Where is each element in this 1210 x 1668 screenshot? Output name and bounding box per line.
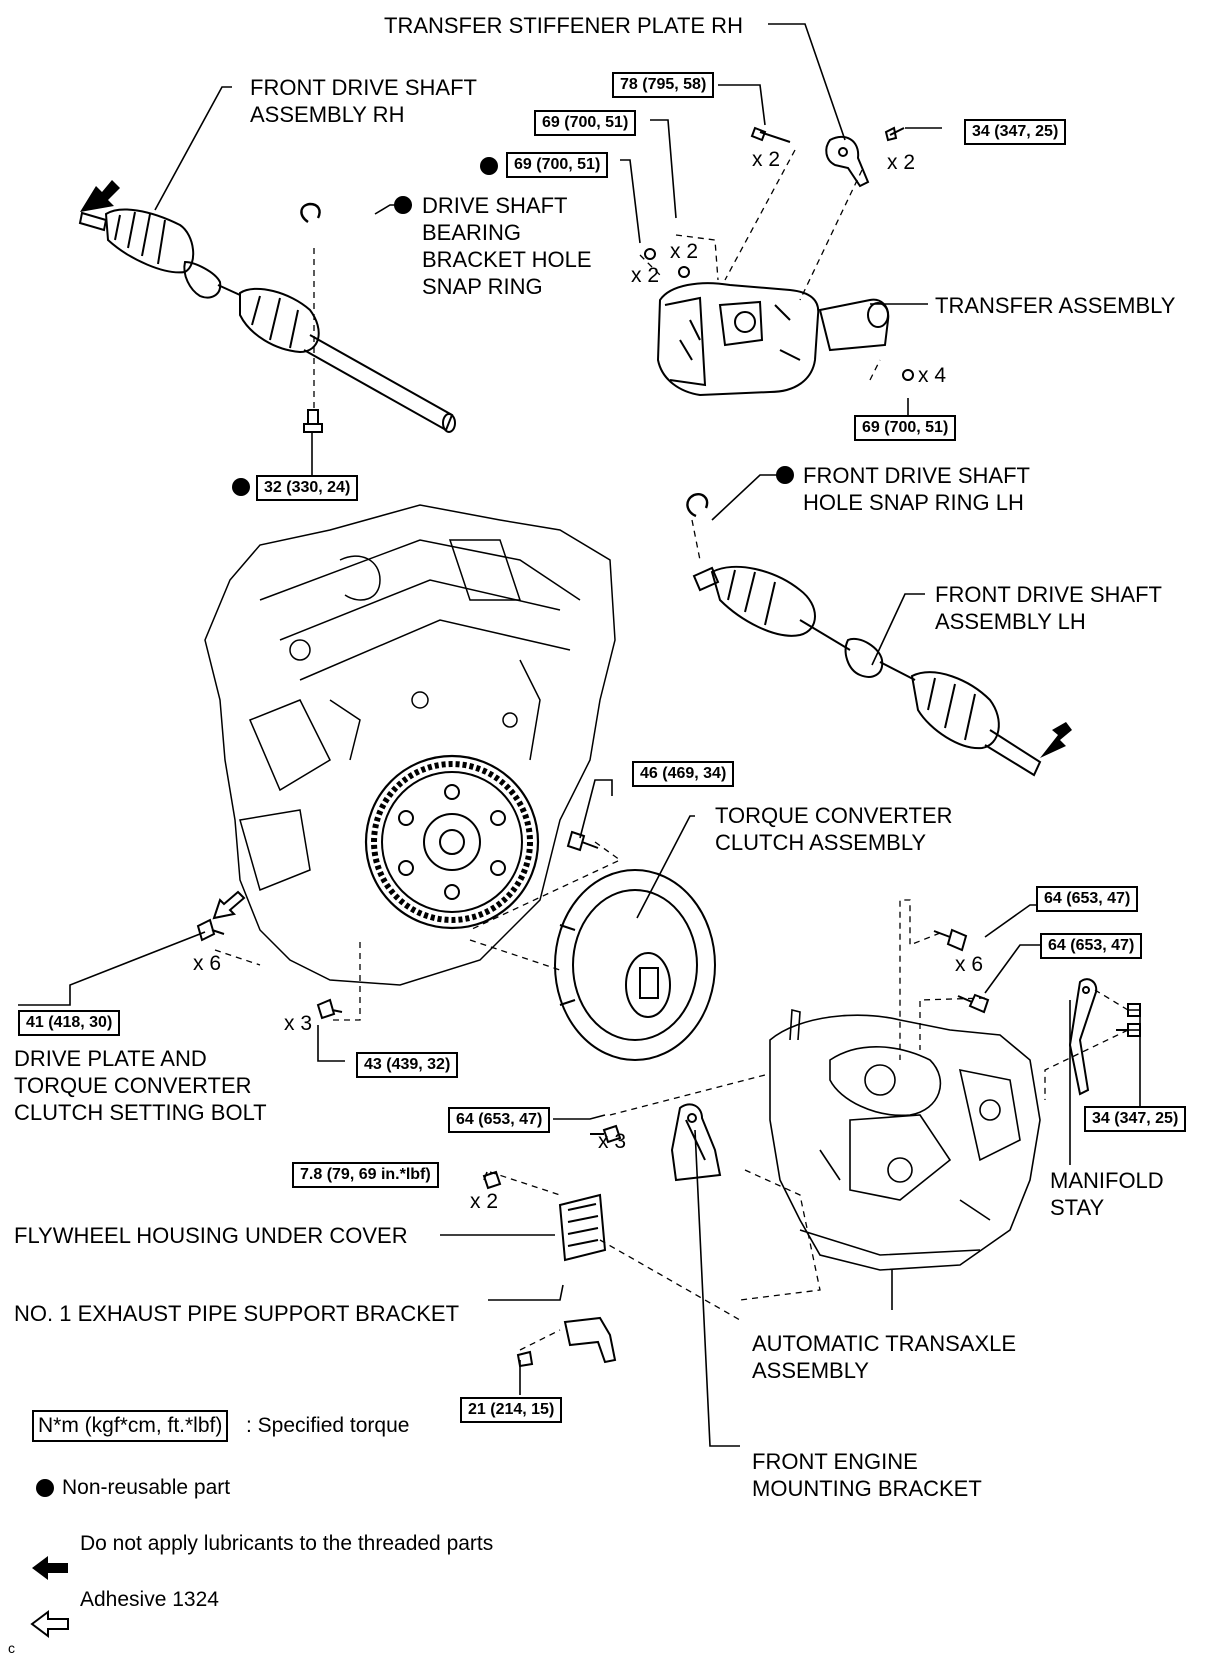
label-flywheel-under-cover: FLYWHEEL HOUSING UNDER COVER <box>14 1223 408 1248</box>
dashed-lines <box>214 149 1129 1351</box>
label-exhaust-pipe-bracket: NO. 1 EXHAUST PIPE SUPPORT BRACKET <box>14 1301 460 1326</box>
drive-shaft-lh-arrow <box>1040 722 1072 758</box>
qty-x3-64: x 3 <box>598 1130 627 1153</box>
legend-adhesive-text: Adhesive 1324 <box>80 1588 219 1611</box>
qty-x4: x 4 <box>918 364 947 387</box>
torque-converter-drawing <box>554 869 716 1061</box>
legend-no-lubricant-text: Do not apply lubricants to the threaded … <box>80 1532 494 1555</box>
torque-7-8: 7.8 (79, 69 in.*lbf) <box>292 1162 439 1188</box>
label-transfer-assembly: TRANSFER ASSEMBLY <box>935 293 1176 318</box>
bolt-32-drawing <box>303 409 323 433</box>
transaxle-bolts-drawing <box>590 928 990 1144</box>
qty-x2-7-8: x 2 <box>470 1190 499 1213</box>
legend-non-reusable-dot <box>36 1479 54 1497</box>
torque-21: 21 (214, 15) <box>460 1397 563 1423</box>
legend-lubricant-arrow <box>32 1556 68 1580</box>
torque-69-c: 69 (700, 51) <box>854 415 957 441</box>
label-front-drive-shaft-rh: FRONT DRIVE SHAFT ASSEMBLY RH <box>250 75 477 127</box>
torque-34-b: 34 (347, 25) <box>1084 1106 1187 1132</box>
legend-torque-box: N*m (kgf*cm, ft.*lbf) <box>32 1410 229 1442</box>
front-mounting-bracket-drawing <box>670 1103 722 1182</box>
non-reusable-dot <box>480 157 498 175</box>
label-torque-converter-clutch: TORQUE CONVERTER CLUTCH ASSEMBLY <box>715 803 953 855</box>
engine-bolts-drawing <box>196 830 599 1020</box>
label-front-drive-shaft-lh: FRONT DRIVE SHAFT ASSEMBLY LH <box>935 582 1162 634</box>
qty-x2-34: x 2 <box>887 151 916 174</box>
torque-64-b: 64 (653, 47) <box>1040 933 1143 959</box>
torque-78: 78 (795, 58) <box>612 72 715 98</box>
torque-46: 46 (469, 34) <box>632 761 735 787</box>
qty-x3-43: x 3 <box>284 1012 313 1035</box>
torque-64-a: 64 (653, 47) <box>1036 886 1139 912</box>
front-drive-shaft-rh-drawing <box>78 208 456 433</box>
label-front-engine-mounting-bracket: FRONT ENGINE MOUNTING BRACKET <box>752 1449 982 1501</box>
front-drive-shaft-lh-drawing <box>692 565 1042 777</box>
label-drive-shaft-bearing-snap-ring: DRIVE SHAFT BEARING BRACKET HOLE SNAP RI… <box>422 193 592 299</box>
torque-34-a: 34 (347, 25) <box>964 119 1067 145</box>
torque-41: 41 (418, 30) <box>18 1010 121 1036</box>
label-drive-plate-bolt: DRIVE PLATE AND TORQUE CONVERTER CLUTCH … <box>14 1046 267 1125</box>
transaxle-drawing <box>769 1008 1041 1271</box>
transfer-assembly-drawing <box>644 248 914 397</box>
torque-64-c: 64 (653, 47) <box>448 1107 551 1133</box>
label-front-drive-shaft-hole-snap-ring-lh: FRONT DRIVE SHAFT HOLE SNAP RING LH <box>803 463 1030 515</box>
adhesive-arrow-engine <box>212 890 246 920</box>
torque-69-b: 69 (700, 51) <box>506 152 609 178</box>
non-reusable-dot <box>232 478 250 496</box>
flywheel-cover-drawing <box>482 1170 607 1262</box>
snap-ring-rh <box>300 202 321 223</box>
label-automatic-transaxle: AUTOMATIC TRANSAXLE ASSEMBLY <box>752 1331 1017 1383</box>
qty-x2-69b: x 2 <box>631 264 660 287</box>
drive-shaft-rh-arrow <box>80 180 120 212</box>
manifold-stay-drawing <box>1068 978 1098 1096</box>
corner-code: c <box>8 1640 15 1656</box>
torque-69-a: 69 (700, 51) <box>534 110 637 136</box>
exhaust-bracket-drawing <box>516 1316 617 1368</box>
stay-bolts-drawing <box>1116 1003 1141 1037</box>
label-transfer-stiffener-plate-rh: TRANSFER STIFFENER PLATE RH <box>384 13 743 38</box>
torque-32: 32 (330, 24) <box>256 475 359 501</box>
drive-plate-drawing <box>364 754 540 930</box>
legend-non-reusable-text: Non-reusable part <box>62 1476 231 1499</box>
qty-x2-69a: x 2 <box>670 240 699 263</box>
snap-ring-lh <box>686 493 709 518</box>
torque-43: 43 (439, 32) <box>356 1052 459 1078</box>
qty-x6-41: x 6 <box>193 952 222 975</box>
qty-x2-78: x 2 <box>752 148 781 171</box>
non-reusable-dot <box>394 196 412 214</box>
stiffener-plate-drawing <box>750 126 905 188</box>
legend-adhesive-arrow <box>30 1610 69 1638</box>
qty-x6-64: x 6 <box>955 953 984 976</box>
label-manifold-stay: MANIFOLD STAY <box>1050 1168 1164 1220</box>
legend-torque-text: : Specified torque <box>246 1414 410 1437</box>
engine-block-drawing <box>204 504 616 986</box>
non-reusable-dot <box>776 466 794 484</box>
